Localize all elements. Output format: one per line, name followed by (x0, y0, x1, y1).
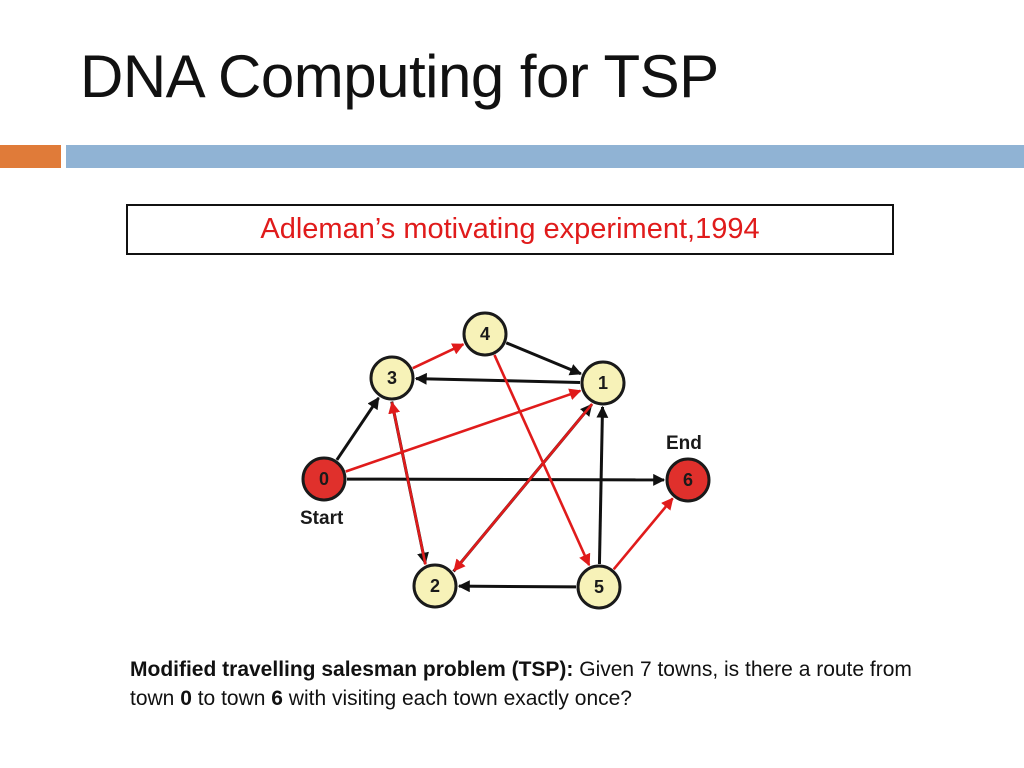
caption-text-a: Given 7 towns, is there a route from tow… (130, 658, 912, 710)
edge-4-to-1 (505, 341, 582, 376)
node-label-1: 1 (598, 373, 608, 393)
edge-0-to-3 (335, 396, 380, 461)
node-4: 4 (462, 311, 508, 357)
node-label-5: 5 (594, 577, 604, 597)
caption-town-to: 6 (271, 687, 283, 710)
edge-4-to-5-path (493, 354, 591, 567)
accent-bar-blue (66, 145, 1024, 168)
node-label-6: 6 (683, 470, 693, 490)
node-6: 6 (665, 457, 711, 503)
node-2: 2 (412, 563, 458, 609)
node-label-3: 3 (387, 368, 397, 388)
edge-5-to-6-path (612, 497, 674, 571)
node-3: 3 (369, 355, 415, 401)
caption-town-from: 0 (180, 687, 192, 710)
node-circle-1 (580, 360, 626, 406)
node-1: 1 (580, 360, 626, 406)
slide-title: DNA Computing for TSP (80, 43, 719, 110)
caption-text-c: with visiting each town exactly once? (282, 687, 632, 710)
node-circle-6 (665, 457, 711, 503)
edge-0-to-6 (346, 473, 666, 486)
node-0: 0 (301, 456, 347, 502)
node-circle-4 (462, 311, 508, 357)
edge-2-to-3-path (388, 401, 427, 565)
node-5: 5 (576, 564, 622, 610)
caption-lead: Modified travelling salesman problem (TS… (130, 658, 574, 681)
edge-1-to-3 (414, 372, 581, 385)
subtitle-box: Adleman’s motivating experiment,1994 (126, 204, 894, 255)
edge-3-to-4-path (412, 343, 465, 370)
end-label: End (666, 433, 702, 454)
subtitle-text: Adleman’s motivating experiment,1994 (260, 213, 760, 245)
caption-text-b: to town (191, 687, 272, 710)
node-label-0: 0 (319, 469, 329, 489)
node-circle-0 (301, 456, 347, 502)
node-circle-5 (576, 564, 622, 610)
start-label: Start (300, 508, 344, 529)
caption: Modified travelling salesman problem (TS… (130, 655, 960, 713)
node-label-4: 4 (480, 324, 490, 344)
edge-0-to-1-path (345, 388, 582, 473)
node-circle-2 (412, 563, 458, 609)
accent-bar-orange (0, 145, 61, 168)
edge-5-to-2 (457, 580, 577, 593)
node-circle-3 (369, 355, 415, 401)
edge-1-to-2-path (453, 403, 594, 572)
edge-5-to-1 (596, 405, 609, 565)
node-label-2: 2 (430, 576, 440, 596)
